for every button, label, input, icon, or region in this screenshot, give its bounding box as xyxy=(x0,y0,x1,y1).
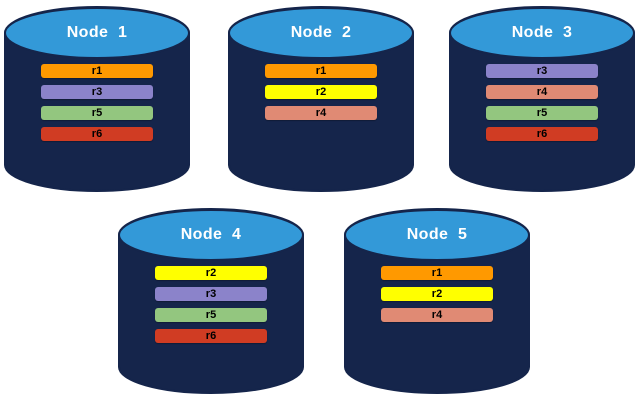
replica-list: r3 r4 r5 r6 xyxy=(449,64,635,141)
replica-bar-r6[interactable]: r6 xyxy=(41,127,153,141)
replica-bar-r6[interactable]: r6 xyxy=(486,127,598,141)
cylinder-shape xyxy=(118,208,304,394)
replica-bar-r4[interactable]: r4 xyxy=(265,106,377,120)
replica-bar-r4[interactable]: r4 xyxy=(486,85,598,99)
cylinder-top-lid xyxy=(228,7,414,59)
replica-list: r1 r3 r5 r6 xyxy=(4,64,190,141)
cylinder-top-lid xyxy=(344,209,530,261)
replica-bar-r2[interactable]: r2 xyxy=(155,266,267,280)
replica-bar-r3[interactable]: r3 xyxy=(486,64,598,78)
cylinder-shape xyxy=(4,6,190,192)
replica-bar-r5[interactable]: r5 xyxy=(41,106,153,120)
replica-bar-r6[interactable]: r6 xyxy=(155,329,267,343)
replica-bar-r4[interactable]: r4 xyxy=(381,308,493,322)
replica-list: r2 r3 r5 r6 xyxy=(118,266,304,343)
replica-bar-r5[interactable]: r5 xyxy=(486,106,598,120)
replica-bar-r1[interactable]: r1 xyxy=(265,64,377,78)
replica-bar-r2[interactable]: r2 xyxy=(381,287,493,301)
replica-bar-r1[interactable]: r1 xyxy=(41,64,153,78)
replica-bar-r5[interactable]: r5 xyxy=(155,308,267,322)
cylinder-shape xyxy=(228,6,414,192)
cylinder-top-lid xyxy=(118,209,304,261)
replica-bar-r3[interactable]: r3 xyxy=(41,85,153,99)
replica-list: r1 r2 r4 xyxy=(344,266,530,322)
cylinder-top-lid xyxy=(449,7,635,59)
replica-bar-r3[interactable]: r3 xyxy=(155,287,267,301)
cylinder-shape xyxy=(449,6,635,192)
replica-bar-r1[interactable]: r1 xyxy=(381,266,493,280)
cylinder-top-lid xyxy=(4,7,190,59)
cylinder-shape xyxy=(344,208,530,394)
replica-list: r1 r2 r4 xyxy=(228,64,414,120)
replica-bar-r2[interactable]: r2 xyxy=(265,85,377,99)
